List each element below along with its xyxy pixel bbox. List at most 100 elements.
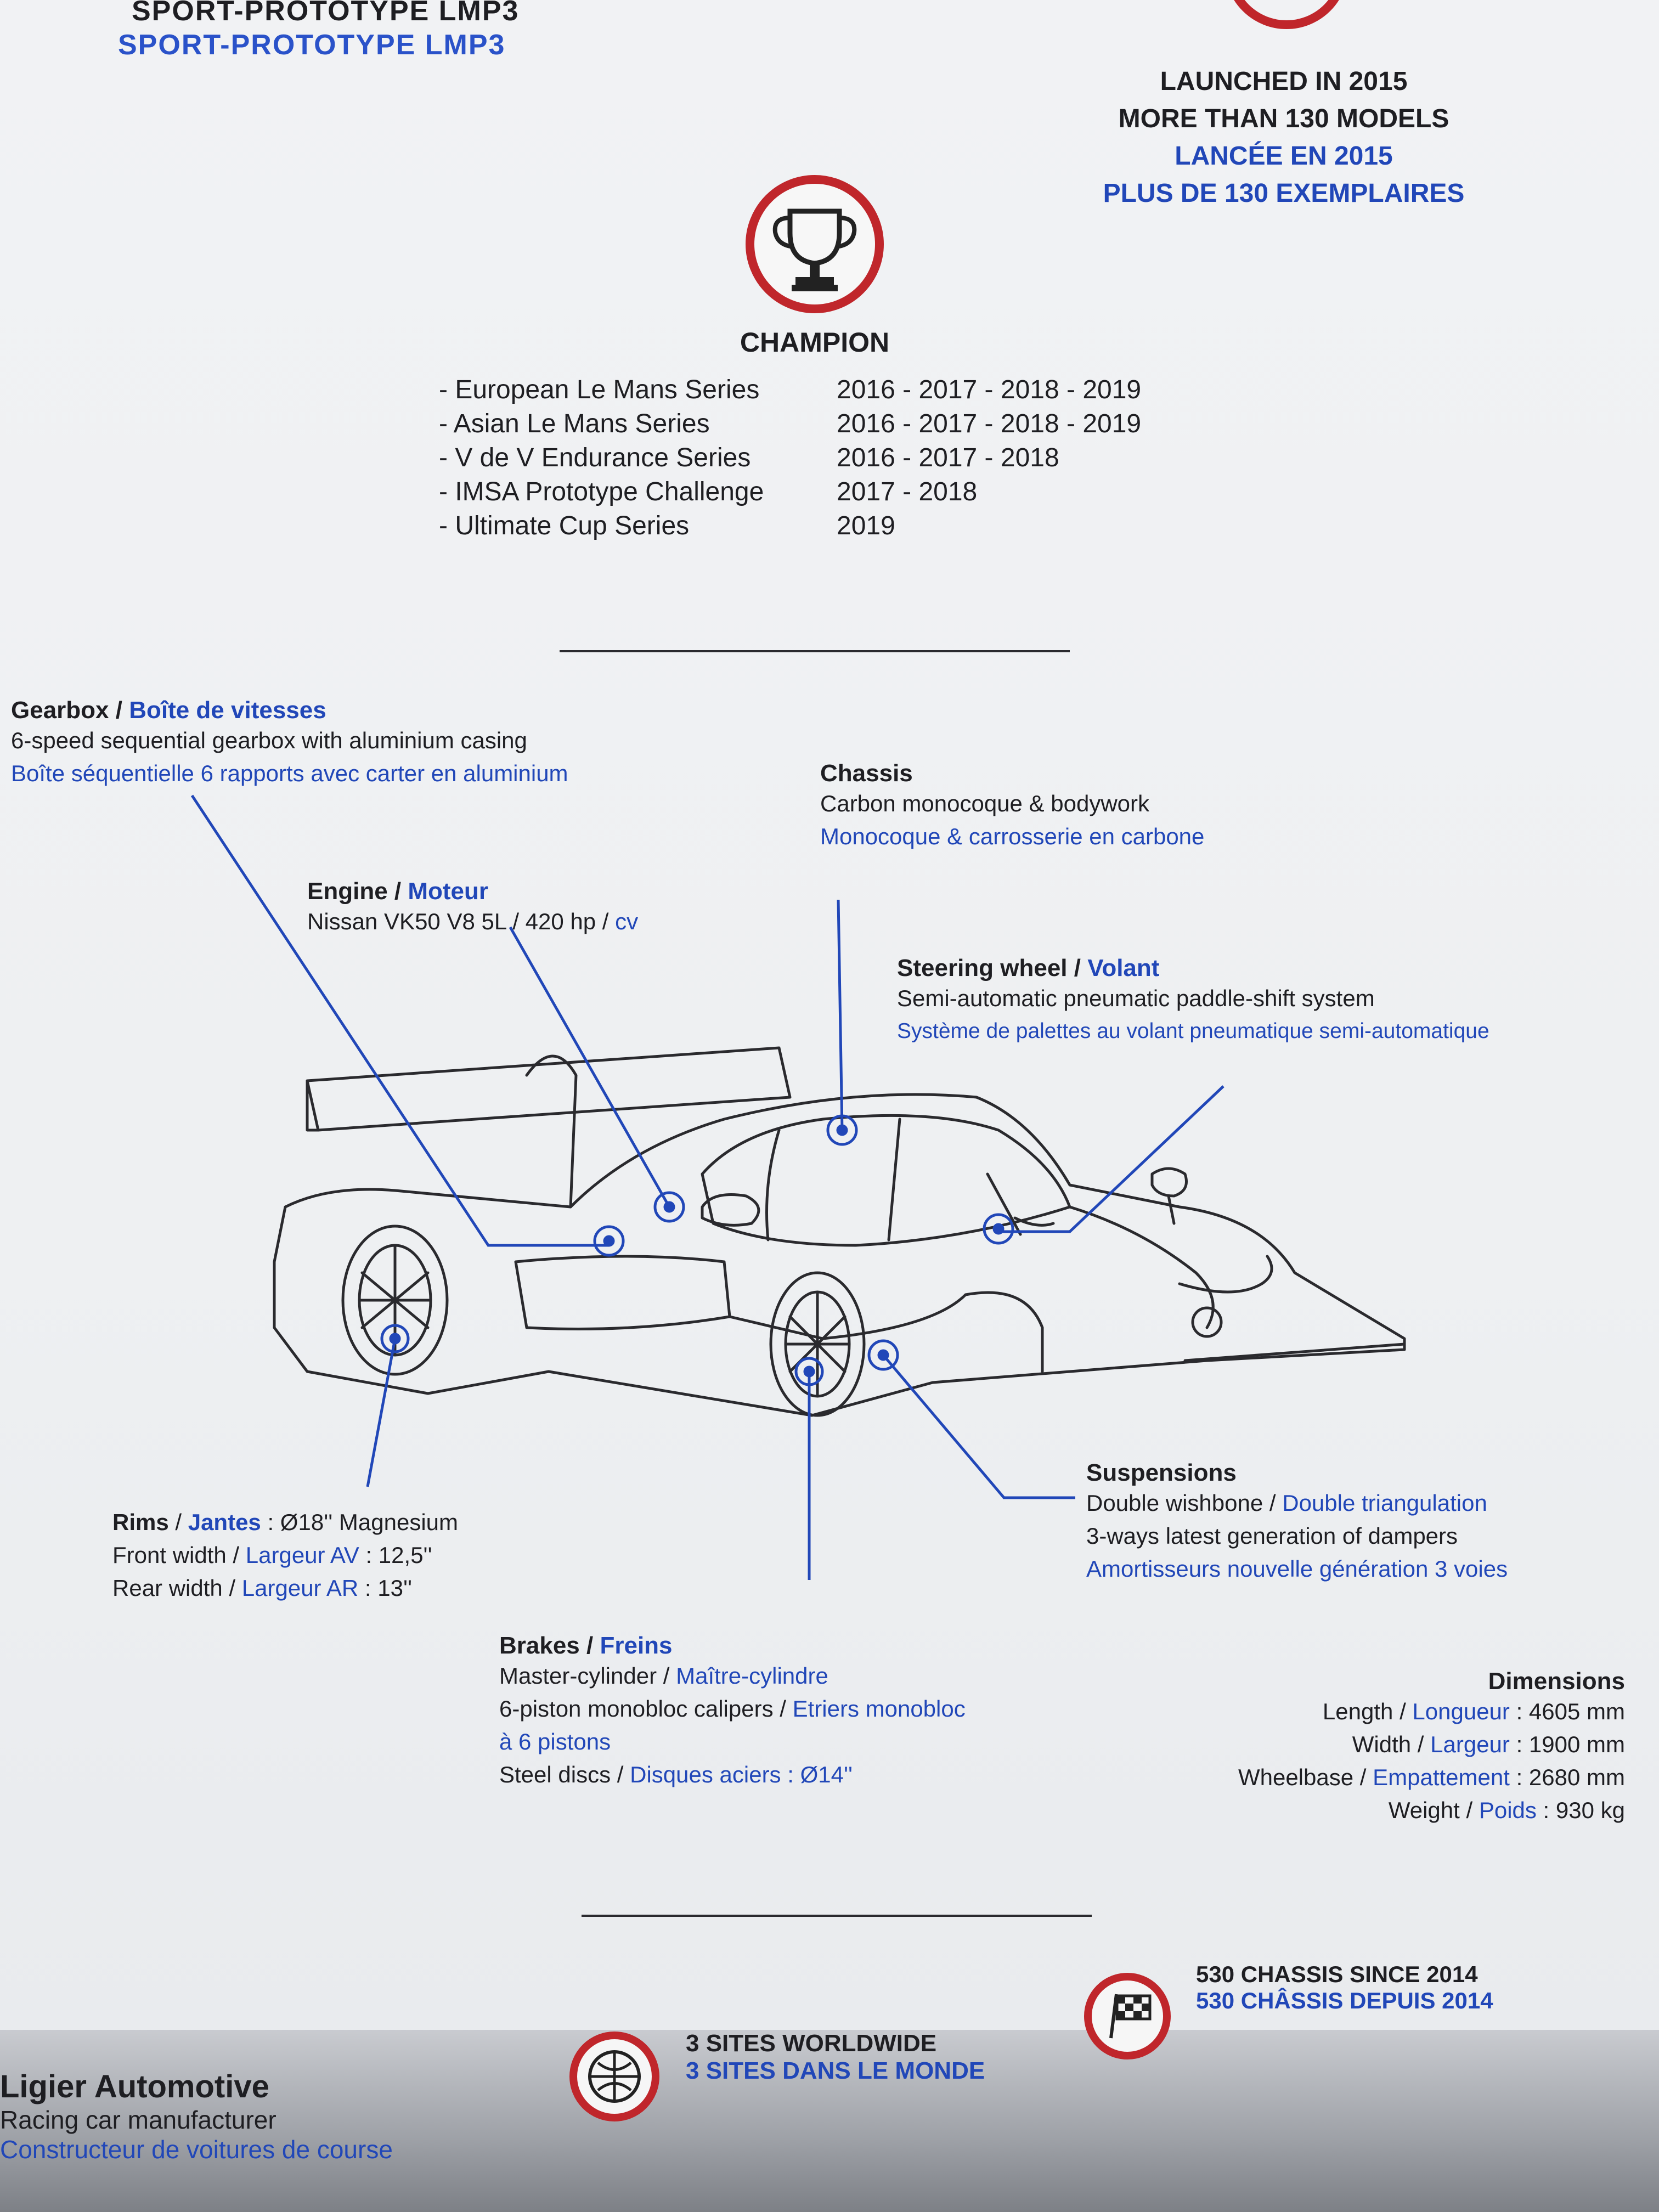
rims-title-fr: Jantes bbox=[188, 1509, 261, 1535]
chassis-count-en: 530 CHASSIS SINCE 2014 bbox=[1196, 1961, 1478, 1987]
chassis-count-fr: 530 CHÂSSIS DEPUIS 2014 bbox=[1196, 1988, 1493, 2013]
brakes-line4-fr: Disques aciers bbox=[630, 1762, 781, 1787]
category-title-fr: SPORT-PROTOTYPE LMP3 bbox=[118, 29, 506, 61]
steering-title-fr: Volant bbox=[1087, 955, 1160, 981]
brakes-line4-en: Steel discs bbox=[499, 1762, 611, 1787]
rims-front-fr: Largeur AV bbox=[245, 1542, 359, 1568]
engine-desc-fr: cv bbox=[615, 909, 639, 934]
dimensions-wheelbase-fr: Empattement bbox=[1373, 1764, 1510, 1790]
dimensions-wheelbase-value: : 2680 mm bbox=[1509, 1764, 1625, 1790]
series-years: 2017 - 2018 bbox=[837, 477, 978, 506]
trophy-icon bbox=[746, 175, 884, 313]
dimensions-weight-en: Weight bbox=[1388, 1797, 1460, 1823]
section-divider bbox=[560, 650, 1070, 652]
launch-info: LAUNCHED IN 2015 MORE THAN 130 MODELS LA… bbox=[1086, 63, 1481, 212]
chassis-desc-fr: Monocoque & carrosserie en carbone bbox=[820, 823, 1205, 849]
brakes-title-fr: Freins bbox=[600, 1632, 673, 1659]
spec-steering-wheel: Steering wheel / Volant Semi-automatic p… bbox=[897, 955, 1489, 1048]
dimensions-title: Dimensions bbox=[1488, 1668, 1625, 1695]
brakes-line4-value: : Ø14'' bbox=[781, 1762, 853, 1787]
dimensions-width-en: Width bbox=[1352, 1731, 1412, 1757]
footer-chassis: 530 CHASSIS SINCE 2014 530 CHÂSSIS DEPUI… bbox=[1196, 1961, 1493, 2014]
series-years: 2016 - 2017 - 2018 - 2019 bbox=[837, 409, 1142, 438]
brand-tag-en: Racing car manufacturer bbox=[0, 2106, 276, 2134]
dimensions-width-value: : 1900 mm bbox=[1509, 1731, 1625, 1757]
steering-title-en: Steering wheel bbox=[897, 955, 1068, 981]
steering-desc-en: Semi-automatic pneumatic paddle-shift sy… bbox=[897, 985, 1375, 1011]
globe-icon bbox=[569, 2032, 659, 2121]
launch-line-en-2: MORE THAN 130 MODELS bbox=[1118, 104, 1449, 133]
brakes-title-en: Brakes bbox=[499, 1632, 580, 1659]
list-item: - European Le Mans Series 2016 - 2017 - … bbox=[439, 373, 1141, 407]
series-name: - Ultimate Cup Series bbox=[439, 511, 690, 540]
spec-chassis: Chassis Carbon monocoque & bodywork Mono… bbox=[820, 760, 1204, 853]
engine-title-en: Engine bbox=[307, 878, 388, 905]
brakes-line1-fr: Maître-cylindre bbox=[676, 1663, 828, 1689]
chassis-desc-en: Carbon monocoque & bodywork bbox=[820, 791, 1150, 816]
rims-title-en: Rims bbox=[112, 1509, 169, 1535]
gearbox-desc-en: 6-speed sequential gearbox with aluminiu… bbox=[11, 727, 527, 753]
list-item: - Asian Le Mans Series 2016 - 2017 - 201… bbox=[439, 407, 1141, 441]
dimensions-wheelbase-en: Wheelbase bbox=[1238, 1764, 1354, 1790]
sites-fr: 3 SITES DANS LE MONDE bbox=[686, 2057, 985, 2084]
suspensions-line3-fr: Amortisseurs nouvelle génération 3 voies bbox=[1086, 1556, 1508, 1582]
car-line-drawing bbox=[190, 794, 1406, 1580]
category-title-en: SPORT-PROTOTYPE LMP3 bbox=[132, 0, 520, 27]
calendar-icon bbox=[1234, 0, 1339, 29]
series-name: - Asian Le Mans Series bbox=[439, 409, 710, 438]
spec-brakes: Brakes / Freins Master-cylinder / Maître… bbox=[499, 1632, 966, 1787]
spec-gearbox: Gearbox / Boîte de vitesses 6-speed sequ… bbox=[11, 697, 568, 790]
brakes-line2-fr: Etriers monobloc bbox=[792, 1696, 966, 1722]
brakes-line2-en: 6-piston monobloc calipers bbox=[499, 1696, 774, 1722]
display-frame bbox=[0, 2030, 1659, 2212]
brand-name: Ligier Automotive bbox=[0, 2069, 269, 2104]
engine-title-fr: Moteur bbox=[408, 878, 489, 905]
dimensions-weight-value: : 930 kg bbox=[1536, 1797, 1625, 1823]
suspensions-title: Suspensions bbox=[1086, 1459, 1237, 1486]
series-name: - IMSA Prototype Challenge bbox=[439, 477, 764, 506]
brakes-line1-en: Master-cylinder bbox=[499, 1663, 657, 1689]
spec-rims: Rims / Jantes : Ø18'' Magnesium Front wi… bbox=[112, 1509, 458, 1601]
dimensions-length-fr: Longueur bbox=[1412, 1699, 1510, 1724]
series-years: 2016 - 2017 - 2018 bbox=[837, 443, 1059, 472]
steering-desc-fr: Système de palettes au volant pneumatiqu… bbox=[897, 1019, 1489, 1043]
rims-size: : Ø18'' Magnesium bbox=[261, 1509, 458, 1535]
rims-rear-en: Rear width bbox=[112, 1575, 223, 1601]
poster-sheet bbox=[0, 0, 1659, 2030]
dimensions-length-en: Length bbox=[1322, 1699, 1393, 1724]
series-name: - European Le Mans Series bbox=[439, 375, 760, 404]
spec-dimensions: Dimensions Length / Longueur : 4605 mm W… bbox=[1238, 1668, 1625, 1823]
list-item: - V de V Endurance Series 2016 - 2017 - … bbox=[439, 441, 1141, 475]
suspensions-line1-fr: Double triangulation bbox=[1282, 1490, 1487, 1516]
rims-front-value: : 12,5'' bbox=[359, 1542, 432, 1568]
list-item: - IMSA Prototype Challenge 2017 - 2018 bbox=[439, 475, 1141, 509]
rims-rear-value: : 13'' bbox=[358, 1575, 413, 1601]
spec-engine: Engine / Moteur Nissan VK50 V8 5L / 420 … bbox=[307, 878, 639, 934]
footer-brand: Ligier Automotive Racing car manufacture… bbox=[0, 2068, 393, 2164]
series-years: 2016 - 2017 - 2018 - 2019 bbox=[837, 375, 1142, 404]
spec-suspensions: Suspensions Double wishbone / Double tri… bbox=[1086, 1459, 1508, 1585]
suspensions-line2-en: 3-ways latest generation of dampers bbox=[1086, 1523, 1458, 1549]
chassis-title: Chassis bbox=[820, 760, 913, 787]
checkered-flag-icon bbox=[1084, 1973, 1171, 2059]
list-item: - Ultimate Cup Series 2019 bbox=[439, 509, 1141, 543]
series-name: - V de V Endurance Series bbox=[439, 443, 751, 472]
launch-line-fr-2: PLUS DE 130 EXEMPLAIRES bbox=[1103, 179, 1465, 208]
brakes-line3-fr: à 6 pistons bbox=[499, 1729, 611, 1754]
dimensions-weight-fr: Poids bbox=[1479, 1797, 1537, 1823]
series-years: 2019 bbox=[837, 511, 895, 540]
launch-line-fr-1: LANCÉE EN 2015 bbox=[1175, 142, 1393, 171]
gearbox-title-fr: Boîte de vitesses bbox=[129, 697, 326, 724]
rims-front-en: Front width bbox=[112, 1542, 227, 1568]
engine-desc-en: Nissan VK50 V8 5L / 420 hp / bbox=[307, 909, 616, 934]
sites-en: 3 SITES WORLDWIDE bbox=[686, 2030, 937, 2057]
brand-tag-fr: Constructeur de voitures de course bbox=[0, 2135, 393, 2164]
launch-line-en-1: LAUNCHED IN 2015 bbox=[1160, 67, 1408, 96]
gearbox-title-en: Gearbox bbox=[11, 697, 109, 724]
footer-sites: 3 SITES WORLDWIDE 3 SITES DANS LE MONDE bbox=[686, 2030, 985, 2085]
champion-titles-list: - European Le Mans Series 2016 - 2017 - … bbox=[439, 373, 1141, 543]
dimensions-width-fr: Largeur bbox=[1430, 1731, 1510, 1757]
section-divider bbox=[582, 1915, 1092, 1917]
rims-rear-fr: Largeur AR bbox=[241, 1575, 359, 1601]
dimensions-length-value: : 4605 mm bbox=[1509, 1699, 1625, 1724]
